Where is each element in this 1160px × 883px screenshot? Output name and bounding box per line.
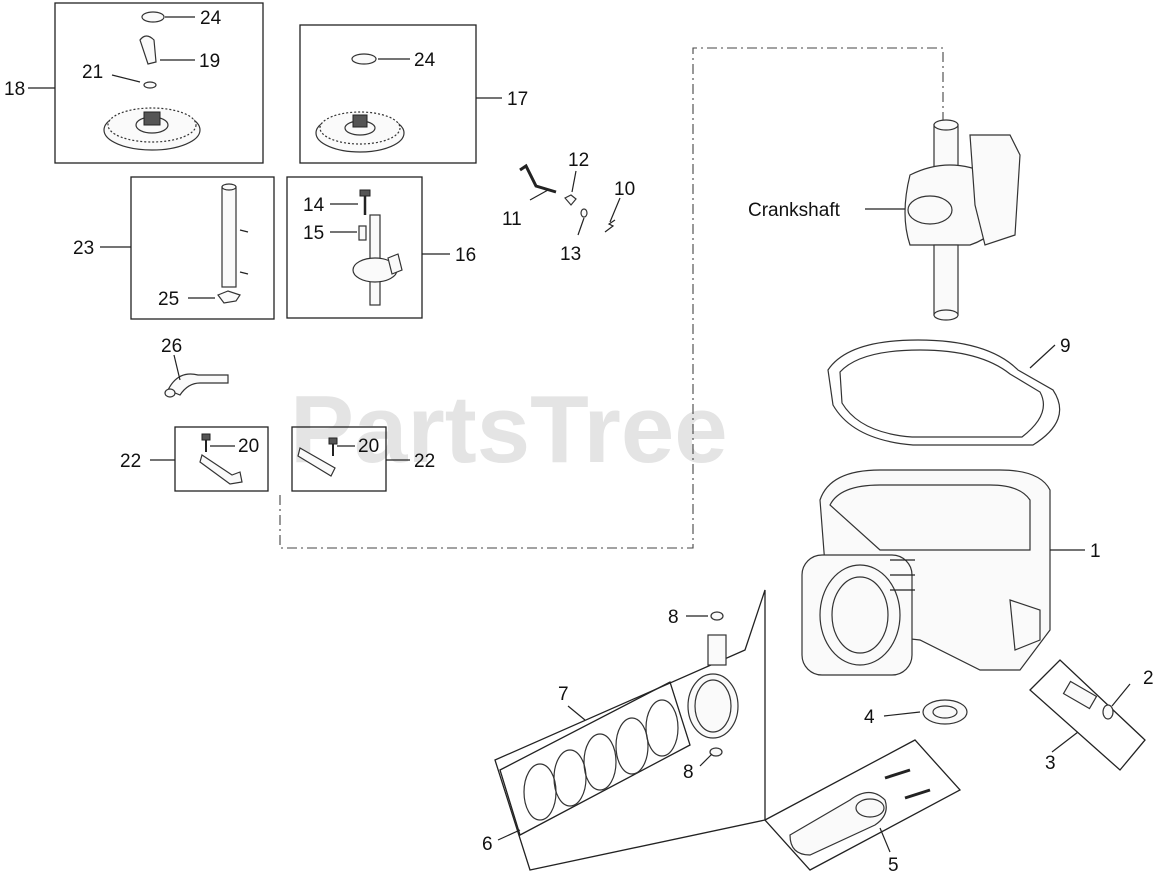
callout-23: 23 xyxy=(73,238,94,259)
callout-crankshaft: Crankshaft xyxy=(748,200,841,221)
connecting-rod-kit-5[interactable] xyxy=(763,739,962,871)
callout-25: 25 xyxy=(158,289,179,310)
callout-1: 1 xyxy=(1090,541,1101,562)
crankshaft[interactable] xyxy=(904,119,1021,321)
callout-2: 2 xyxy=(1143,668,1154,689)
crankcase-1[interactable] xyxy=(801,469,1051,676)
governor-lever-kit-22-left[interactable] xyxy=(174,426,269,492)
watermark: PartsTree xyxy=(290,376,728,483)
callout-9: 9 xyxy=(1060,336,1071,357)
gasket-9[interactable] xyxy=(827,339,1061,446)
assembly-outline xyxy=(279,47,944,549)
callout-7: 7 xyxy=(558,684,569,705)
callout-21: 21 xyxy=(82,62,103,83)
breather-assembly-3[interactable] xyxy=(1029,659,1146,771)
tube-26[interactable] xyxy=(164,373,229,398)
callout-22-right: 22 xyxy=(414,451,435,472)
callout-22-left: 22 xyxy=(120,451,141,472)
callout-12: 12 xyxy=(568,150,589,171)
piston-ring-set-7[interactable] xyxy=(499,681,691,836)
callout-labels: 24 19 21 18 24 17 23 25 14 15 16 11 12 1… xyxy=(4,8,1154,876)
callout-16: 16 xyxy=(455,245,476,266)
callout-26: 26 xyxy=(161,336,182,357)
pin-13[interactable] xyxy=(580,208,588,218)
callout-8-bottom: 8 xyxy=(683,762,694,783)
nut-12[interactable] xyxy=(564,194,577,206)
piston-assembly-6[interactable] xyxy=(494,589,766,871)
callout-3: 3 xyxy=(1045,753,1056,774)
callout-20-right: 20 xyxy=(358,436,379,457)
callout-13: 13 xyxy=(560,244,581,265)
callout-19: 19 xyxy=(199,51,220,72)
callout-4: 4 xyxy=(864,707,875,728)
governor-shaft-box-23[interactable] xyxy=(130,176,275,320)
callout-10: 10 xyxy=(614,179,635,200)
callout-11: 11 xyxy=(502,209,522,230)
leader-lines xyxy=(28,16,1131,853)
callout-8-top: 8 xyxy=(668,607,679,628)
callout-15: 15 xyxy=(303,223,324,244)
governor-arm-11[interactable] xyxy=(519,163,557,194)
callout-6: 6 xyxy=(482,834,493,855)
callout-5: 5 xyxy=(888,855,899,876)
callout-17: 17 xyxy=(507,89,528,110)
cam-gear-17[interactable] xyxy=(299,24,477,164)
callout-24-top-left: 24 xyxy=(200,8,222,29)
cam-gear-assembly-18[interactable] xyxy=(54,2,264,164)
oil-seal-4[interactable] xyxy=(922,699,968,725)
callout-20-left: 20 xyxy=(238,436,259,457)
governor-lever-kit-22-right[interactable] xyxy=(291,426,387,492)
spring-10[interactable] xyxy=(604,219,616,233)
governor-gear-assembly-16[interactable] xyxy=(286,176,423,319)
callout-18: 18 xyxy=(4,79,25,100)
callout-24-top-middle: 24 xyxy=(414,50,436,71)
callout-14: 14 xyxy=(303,195,325,216)
